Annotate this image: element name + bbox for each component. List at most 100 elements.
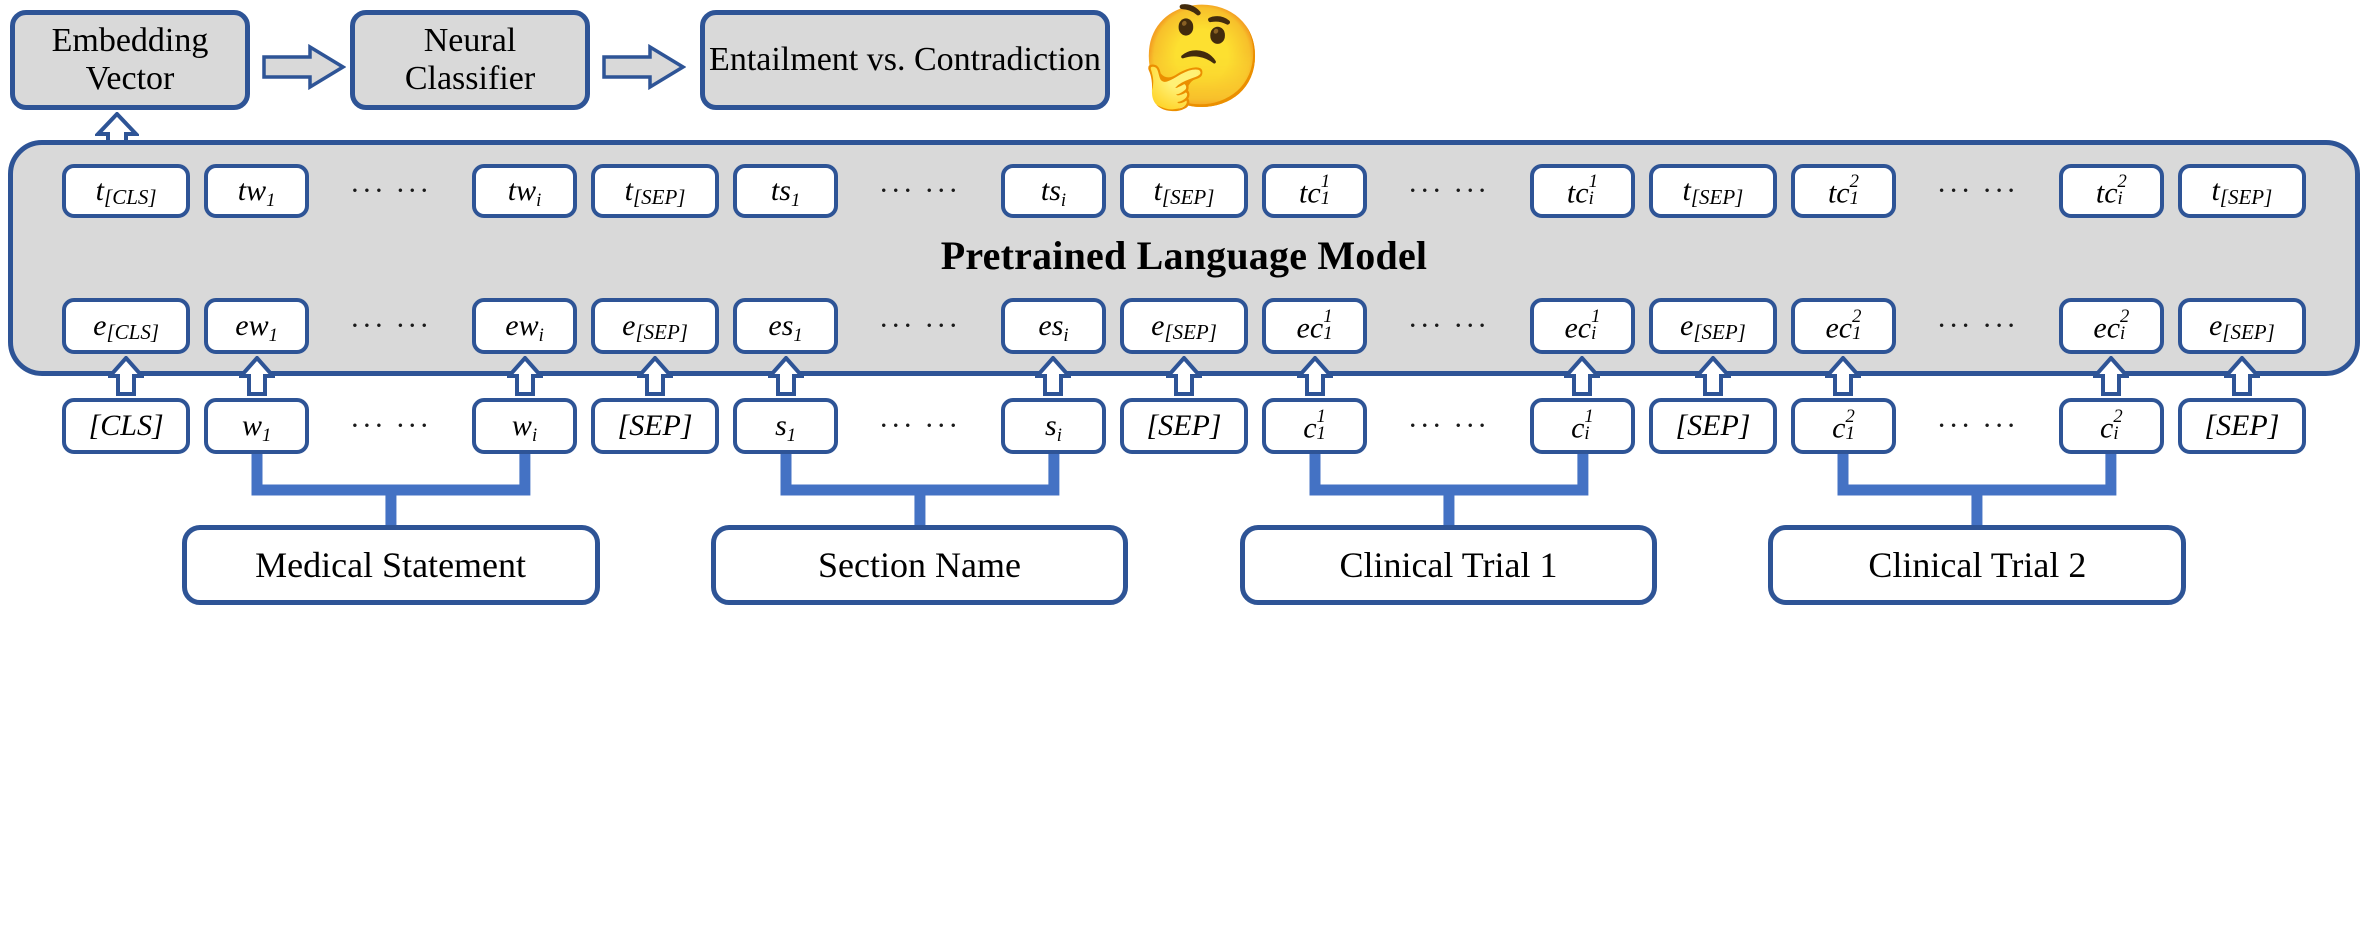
output-token-label: tsi — [1040, 174, 1067, 211]
input-token-cell: s1 — [732, 398, 839, 454]
embedding-token-cell: ewi — [471, 298, 578, 354]
input-token-cell: [SEP] — [1119, 398, 1249, 454]
embedding-token-cell: e[SEP] — [1648, 298, 1778, 354]
output-token-ellipsis: ··· ··· — [1407, 174, 1490, 207]
output-token-cell: tsi — [1000, 164, 1107, 218]
input-token-label: [SEP] — [1675, 409, 1751, 442]
input-token-label: wi — [511, 409, 538, 446]
output-token-ellipsis: ··· ··· — [878, 174, 961, 207]
output-token-label: ts1 — [770, 174, 801, 211]
output-token-label: t[SEP] — [2211, 174, 2273, 209]
token-up-arrow — [105, 354, 147, 401]
input-token-cell: [SEP] — [2177, 398, 2306, 454]
output-token-cell: t[SEP] — [1119, 164, 1249, 218]
embedding-token-label: esi — [1038, 309, 1069, 346]
embedding-token-cell: e[SEP] — [1119, 298, 1249, 354]
embedding-token-ellipsis: ··· ··· — [1407, 309, 1490, 342]
embedding-token-cell: e[SEP] — [2177, 298, 2306, 354]
token-up-arrow — [1561, 354, 1603, 401]
embedding-token-label: e[CLS] — [93, 309, 160, 344]
entailment-contradiction-label: Entailment vs. Contradiction — [709, 40, 1101, 78]
input-token-label: [SEP] — [617, 409, 693, 442]
embedding-token-ellipsis: ··· ··· — [349, 309, 432, 342]
group-bracket-clinical-trial-2 — [1833, 454, 2121, 536]
input-label-text: Medical Statement — [255, 545, 527, 585]
output-token-label: t[SEP] — [1682, 174, 1744, 209]
output-token-cell: t[SEP] — [1648, 164, 1778, 218]
input-token-label: si — [1045, 409, 1062, 446]
token-up-arrow — [765, 354, 807, 401]
token-up-arrow — [1294, 354, 1335, 401]
embedding-token-cell: esi — [1000, 298, 1107, 354]
embedding-token-ellipsis: ··· ··· — [878, 309, 961, 342]
embedding-token-cell: e[SEP] — [590, 298, 720, 354]
input-label-text: Clinical Trial 2 — [1868, 545, 2087, 585]
input-token-label: [SEP] — [1146, 409, 1222, 442]
output-token-label: tw1 — [237, 174, 276, 211]
group-bracket-section-name — [776, 454, 1064, 536]
input-token-cell: [SEP] — [1648, 398, 1778, 454]
output-token-ellipsis: ··· ··· — [1936, 174, 2019, 207]
token-up-arrow — [634, 354, 676, 401]
output-token-label: t[CLS] — [95, 174, 157, 209]
output-token-cell: twi — [471, 164, 578, 218]
embedding-token-ellipsis: ··· ··· — [1936, 309, 2019, 342]
token-up-arrow — [2221, 354, 2263, 401]
output-token-label: twi — [507, 174, 542, 211]
input-token-ellipsis: ··· ··· — [349, 409, 432, 442]
input-label-text: Clinical Trial 1 — [1339, 545, 1558, 585]
embedding-token-label: ewi — [505, 309, 544, 346]
output-token-cell: t[SEP] — [590, 164, 720, 218]
token-up-arrow — [236, 354, 278, 401]
input-label-text: Section Name — [818, 545, 1021, 585]
token-up-arrow — [504, 354, 545, 401]
output-token-ellipsis: ··· ··· — [349, 174, 432, 207]
output-token-cell: t[CLS] — [62, 164, 191, 218]
input-token-ellipsis: ··· ··· — [1407, 409, 1490, 442]
input-label-box-clinical-trial-2: Clinical Trial 2 — [1768, 525, 2187, 605]
embedding-token-label: ew1 — [235, 309, 278, 346]
embedding-token-label: e[SEP] — [622, 309, 688, 344]
output-token-label: t[SEP] — [1153, 174, 1215, 209]
group-bracket-clinical-trial-1 — [1305, 454, 1593, 536]
input-label-box-clinical-trial-1: Clinical Trial 1 — [1239, 525, 1658, 605]
input-token-label: w1 — [241, 409, 272, 446]
embedding-token-label: es1 — [768, 309, 803, 346]
block-arrow-embedding-to-classifier — [262, 43, 347, 95]
embedding-token-label: e[SEP] — [1680, 309, 1746, 344]
entailment-contradiction-box: Entailment vs. Contradiction — [700, 10, 1110, 110]
thinking-face-icon: 🤔 — [1140, 0, 1265, 115]
embedding-token-cell: e[CLS] — [62, 298, 191, 354]
output-token-cell: ts1 — [732, 164, 839, 218]
output-token-label: t[SEP] — [624, 174, 686, 209]
input-token-cell: si — [1000, 398, 1107, 454]
token-up-arrow — [2090, 354, 2132, 401]
input-token-label: [SEP] — [2204, 409, 2280, 442]
input-token-ellipsis: ··· ··· — [1936, 409, 2019, 442]
embedding-token-cell: ew1 — [203, 298, 310, 354]
